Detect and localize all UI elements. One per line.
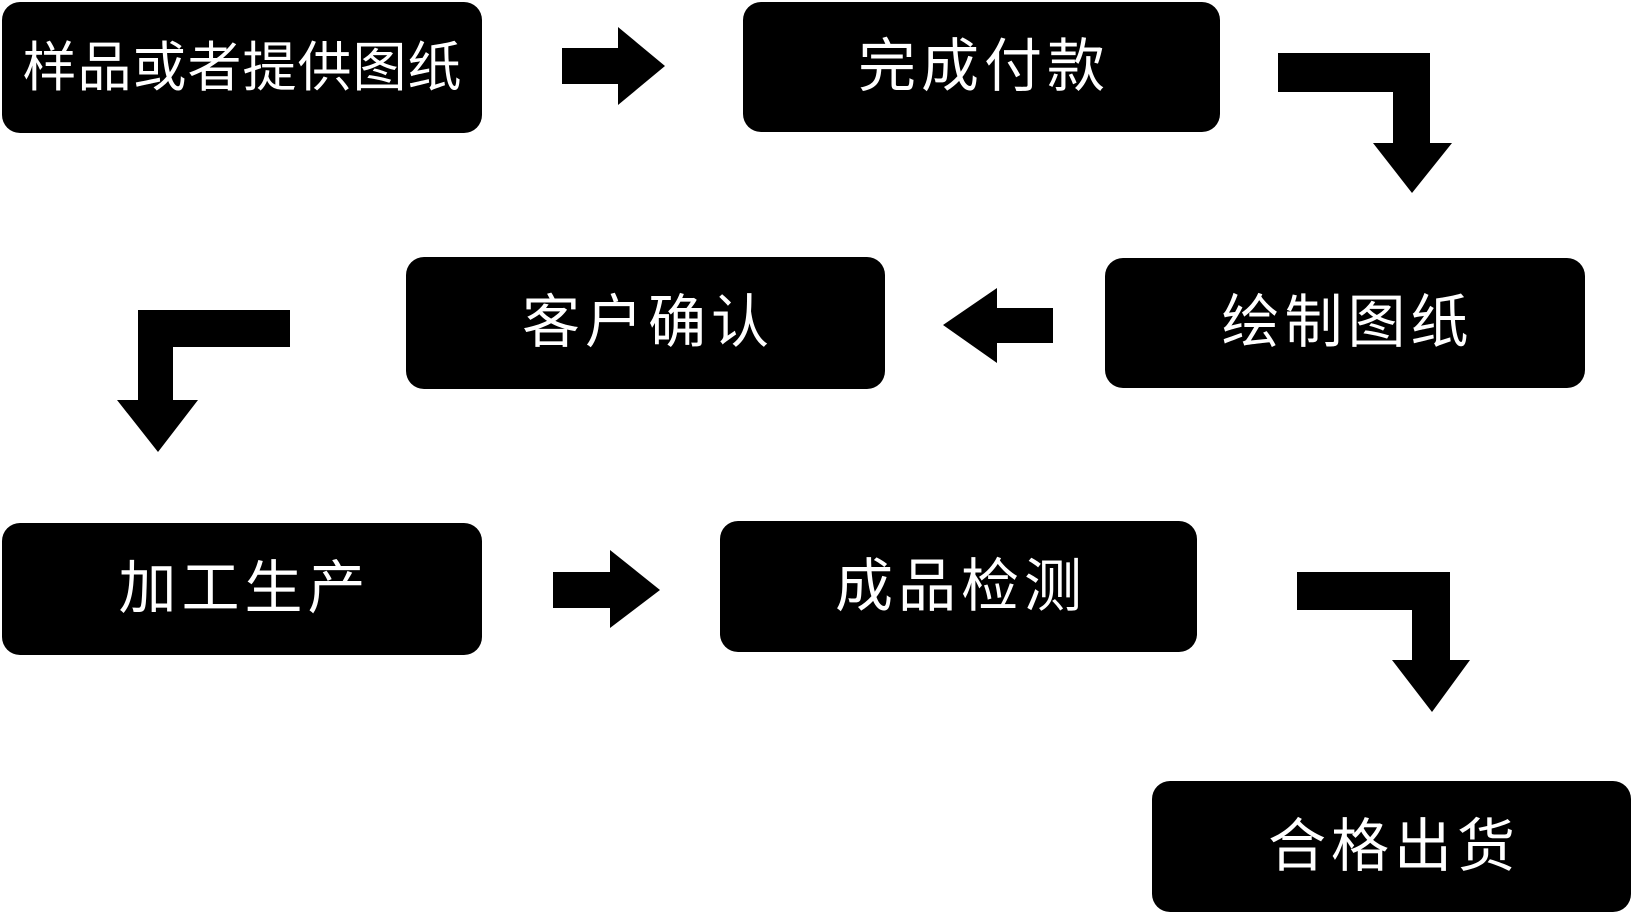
flow-node-processing-production: 加工生产 [2, 523, 482, 655]
elbow-arrow-right-down-icon [1297, 572, 1470, 712]
flow-node-complete-payment: 完成付款 [743, 2, 1220, 132]
elbow-arrow-left-down-icon [117, 310, 290, 452]
arrow-right-icon [553, 550, 660, 628]
arrow-right-icon [562, 27, 665, 105]
flow-node-customer-confirm: 客户确认 [406, 257, 885, 389]
flow-node-label: 成品检测 [834, 553, 1087, 619]
flow-node-label: 加工生产 [118, 556, 371, 621]
flow-node-sample-or-drawing: 样品或者提供图纸 [2, 2, 482, 133]
arrow-left-icon [943, 288, 1053, 363]
flow-node-qualified-shipment: 合格出货 [1152, 781, 1631, 912]
flow-node-product-inspection: 成品检测 [720, 521, 1197, 652]
flow-node-label: 完成付款 [857, 34, 1110, 99]
flow-node-label: 客户确认 [521, 290, 774, 355]
flow-node-draw-drawings: 绘制图纸 [1105, 258, 1585, 388]
flow-node-label: 样品或者提供图纸 [22, 37, 463, 98]
elbow-arrow-right-down-icon [1278, 53, 1452, 193]
flow-node-label: 绘制图纸 [1221, 290, 1474, 355]
flow-node-label: 合格出货 [1267, 813, 1520, 879]
